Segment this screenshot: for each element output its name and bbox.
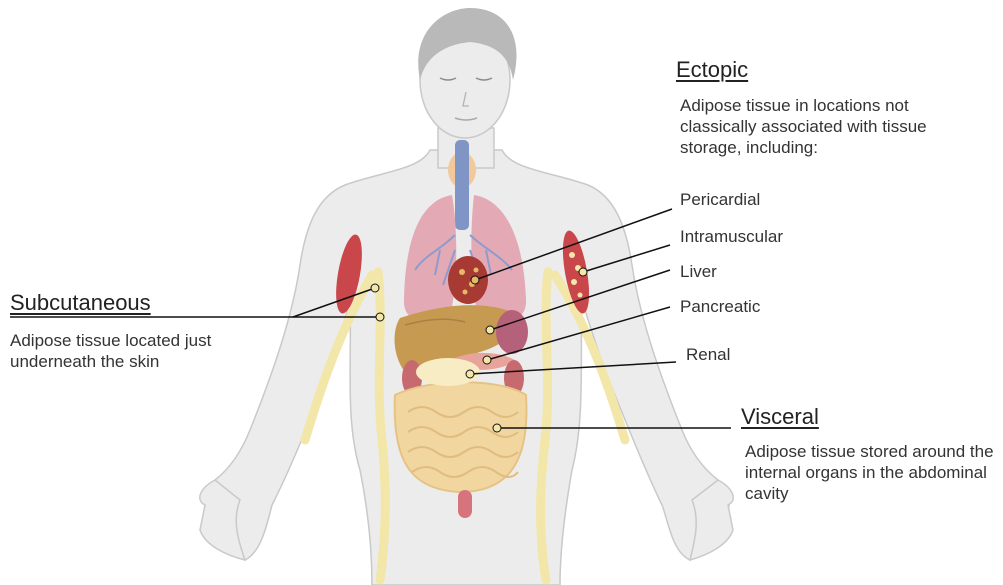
- site-renal: Renal: [686, 345, 730, 365]
- site-pancreatic: Pancreatic: [680, 297, 760, 317]
- site-liver: Liver: [680, 262, 717, 282]
- stomach: [496, 310, 528, 354]
- ectopic-heading: Ectopic: [676, 57, 748, 83]
- ectopic-description: Adipose tissue in locations not classica…: [680, 95, 980, 158]
- subcutaneous-description: Adipose tissue located just underneath t…: [10, 330, 260, 372]
- visceral-description: Adipose tissue stored around the interna…: [745, 441, 997, 504]
- site-pericardial: Pericardial: [680, 190, 760, 210]
- heart: [448, 256, 488, 304]
- site-intramuscular: Intramuscular: [680, 227, 783, 247]
- subcutaneous-heading: Subcutaneous: [10, 290, 151, 316]
- visceral-heading: Visceral: [741, 404, 819, 430]
